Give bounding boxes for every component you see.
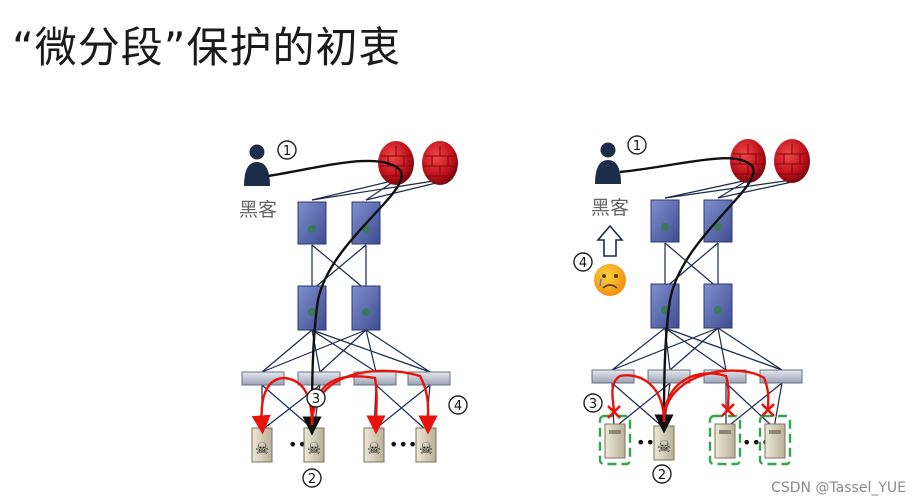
svg-text:4: 4 [454,399,462,414]
right-agg-switch-2 [703,283,733,329]
right-protected-server-3 [758,414,792,466]
left-lateral-spread [251,369,438,435]
left-marker-4: 4 [448,395,468,415]
svg-text:2: 2 [658,468,666,483]
left-firewall-icon-2 [422,141,458,185]
svg-text:☠: ☠ [255,439,269,458]
right-marker-1: 1 [627,135,647,155]
right-ellipsis-2: ••• [742,433,770,452]
right-core-switch-1 [650,199,680,243]
right-hacker-label: 黑客 [591,197,629,219]
left-hacker-label: 黑客 [239,199,277,221]
svg-text:1: 1 [283,144,291,159]
svg-text:4: 4 [579,256,587,271]
left-agg-switch-2 [351,285,381,331]
right-blocked-lateral-spread [611,369,770,423]
left-marker-2: 2 [302,468,322,488]
right-network-diagram: 黑客 1 4 [573,135,810,484]
svg-text:☠: ☠ [419,439,433,458]
right-infected-server: ☠ [653,425,675,461]
svg-text:☠: ☠ [367,439,381,458]
right-protected-server-1 [598,414,632,466]
right-hacker-icon [595,142,621,184]
slide-title: “微分段”保护的初衷 [12,23,402,72]
right-up-arrow-icon [596,224,624,257]
left-infected-server-2: ☠ [303,427,325,463]
svg-text:3: 3 [312,392,320,407]
left-agg-switch-1 [297,285,327,331]
right-marker-4: 4 [573,252,593,272]
right-firewall-icon-1 [730,139,766,183]
svg-text:1: 1 [633,139,641,154]
left-marker-1: 1 [277,140,297,160]
svg-text:2: 2 [308,472,316,487]
left-hacker-icon [244,144,270,186]
left-marker-3: 3 [306,388,326,408]
left-intrusion-path [267,159,403,436]
right-uplink-cables [611,179,793,429]
left-infected-server-4: ☠ [415,427,437,463]
right-protected-server-2 [708,414,742,466]
right-tor-switch-1 [591,369,635,384]
right-firewall-icon-2 [774,139,810,183]
right-marker-2: 2 [652,464,672,484]
right-intrusion-path [619,157,755,434]
svg-text:☠: ☠ [307,439,321,458]
right-marker-3: 3 [583,393,603,413]
left-ellipsis-2: ••• [389,435,417,454]
left-network-diagram: 黑客 1 [239,140,468,488]
left-infected-server-3: ☠ [363,427,385,463]
left-core-switch-1 [297,201,327,245]
right-sad-face-icon [594,264,626,296]
left-uplink-cables [261,179,441,431]
left-infected-server-1: ☠ [251,427,273,463]
svg-text:3: 3 [589,397,597,412]
left-firewall-icon-1 [378,141,414,185]
svg-text:☠: ☠ [657,437,671,456]
right-agg-switch-1 [650,283,680,329]
watermark: CSDN @Tassel_YUE [771,480,906,496]
right-block-x-icons [607,403,775,419]
